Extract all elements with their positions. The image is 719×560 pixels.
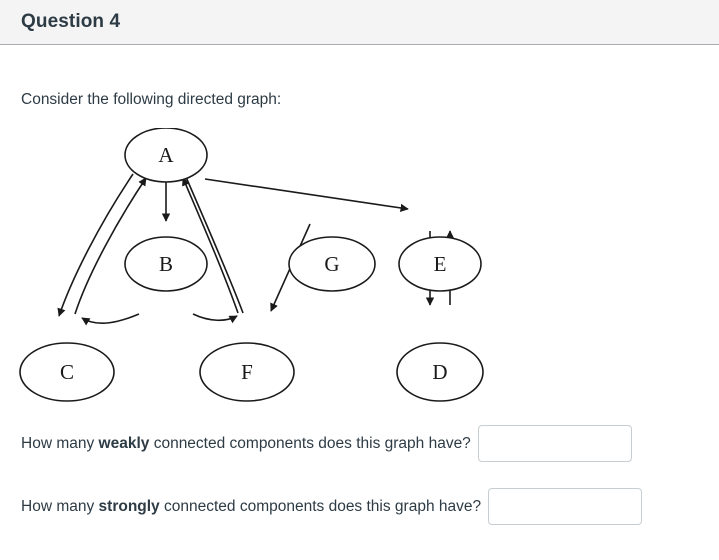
graph-edges <box>57 173 455 326</box>
strongly-question-row: How many strongly connected components d… <box>0 488 719 526</box>
graph-node-C: C <box>19 342 115 402</box>
edge-A-to-C <box>57 173 134 317</box>
graph-node-label-C: C <box>60 360 74 384</box>
strongly-question-prefix: How many <box>21 497 99 515</box>
weakly-question-emphasis: weakly <box>98 434 150 452</box>
graph-node-A: A <box>124 128 208 183</box>
directed-graph-figure: A B C F G <box>0 110 719 423</box>
graph-nodes: A B C F G <box>19 128 484 402</box>
strongly-question-text: How many strongly connected components d… <box>21 498 481 516</box>
strongly-question-emphasis: strongly <box>98 497 160 515</box>
weakly-question-text: How many weakly connected components doe… <box>21 435 471 453</box>
graph-node-label-G: G <box>324 252 339 276</box>
graph-node-F: F <box>199 342 295 402</box>
graph-svg: A B C F G <box>19 128 484 402</box>
strongly-components-input[interactable] <box>488 488 643 526</box>
graph-node-G: G <box>288 236 376 292</box>
page-title: Question 4 <box>21 11 121 32</box>
graph-node-label-A: A <box>158 143 174 167</box>
prompt-text: Consider the following directed graph: <box>21 91 282 108</box>
graph-node-label-D: D <box>432 360 447 384</box>
graph-node-label-F: F <box>241 360 253 384</box>
graph-node-E: E <box>398 236 482 292</box>
weakly-components-input[interactable] <box>477 425 632 463</box>
edge-A-to-E <box>204 178 409 213</box>
weakly-question-row: How many weakly connected components doe… <box>0 425 719 463</box>
strongly-question-suffix: connected components does this graph hav… <box>159 497 482 515</box>
weakly-question-prefix: How many <box>21 434 99 452</box>
edge-A-to-F <box>185 176 244 314</box>
graph-node-D: D <box>396 342 484 402</box>
edge-B-to-F <box>192 313 238 324</box>
question-content: Consider the following directed graph: <box>0 45 719 526</box>
graph-node-label-B: B <box>159 252 173 276</box>
graph-node-B: B <box>124 236 208 292</box>
question-header: Question 4 <box>0 0 719 45</box>
graph-node-label-E: E <box>434 252 447 276</box>
edge-F-to-A <box>182 177 239 314</box>
edge-C-to-A <box>74 177 147 315</box>
weakly-question-suffix: connected components does this graph hav… <box>149 434 471 452</box>
edge-B-to-C <box>81 313 140 326</box>
